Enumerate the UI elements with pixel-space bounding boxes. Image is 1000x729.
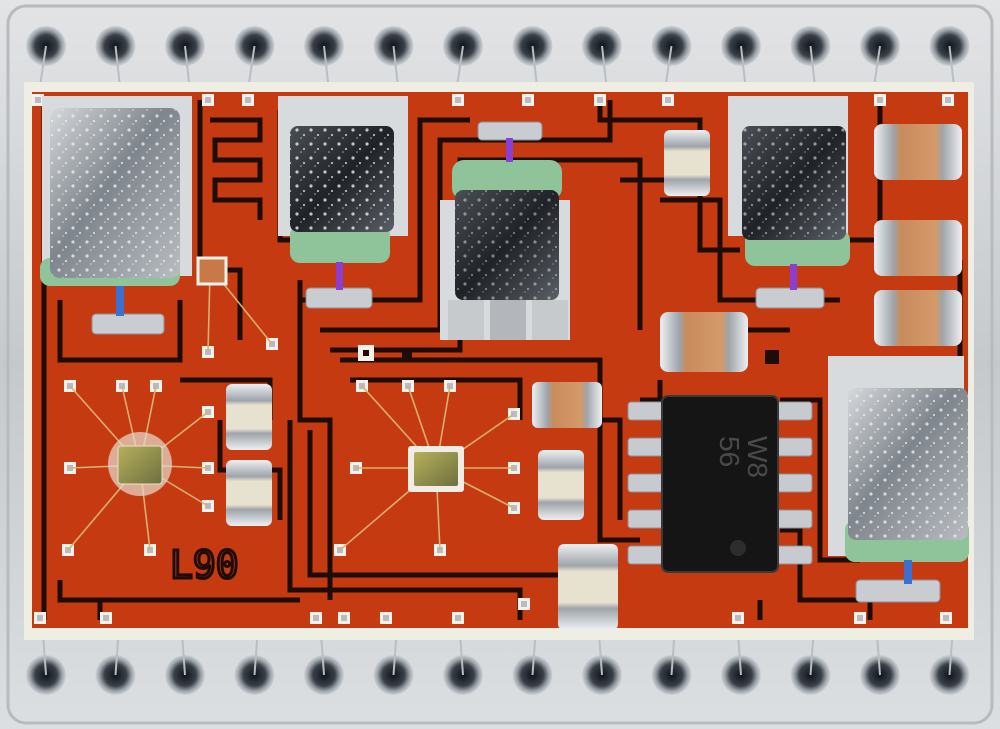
board-label: L90	[170, 543, 239, 587]
alignment-mark-2	[402, 349, 412, 359]
ic-pin-left	[627, 545, 667, 565]
alignment-mark-3	[765, 350, 779, 364]
bond-pad-center	[103, 615, 109, 621]
ic-pin-left	[627, 473, 667, 493]
ic-pin-right	[773, 509, 813, 529]
metal-can-1	[40, 96, 192, 286]
bond-pad-center	[341, 615, 347, 621]
metal-can-3	[440, 160, 570, 340]
bond-pad-center	[313, 615, 319, 621]
bond-pad-center	[521, 601, 527, 607]
ic-pin-right	[773, 401, 813, 421]
bond-pad-center	[35, 97, 41, 103]
ic-marking-56: 56	[714, 436, 745, 467]
feedthrough-clips	[91, 121, 941, 603]
ic-pin-left	[627, 401, 667, 421]
bare-die-2	[408, 446, 464, 492]
ic-pin-left	[627, 509, 667, 529]
bond-pad-center	[943, 615, 949, 621]
alignment-mark-inner	[363, 350, 369, 356]
bond-pad-center	[37, 615, 43, 621]
frame-inner-rim	[6, 4, 994, 725]
bare-die-1	[108, 432, 172, 496]
metal-can-4	[728, 96, 850, 266]
bond-pad-center	[597, 97, 603, 103]
bond-pad-center	[455, 97, 461, 103]
bond-pad-center	[383, 615, 389, 621]
ic-pin-right	[773, 437, 813, 457]
bond-pad-center	[455, 615, 461, 621]
chip-capacitors	[196, 124, 962, 630]
metal-can-5	[828, 356, 969, 562]
bond-pad-center	[877, 97, 883, 103]
bond-pad-center	[735, 615, 741, 621]
bond-pad-center	[857, 615, 863, 621]
bond-pad-center	[665, 97, 671, 103]
bond-pad-center	[525, 97, 531, 103]
ic-pin-left	[627, 437, 667, 457]
bond-pad-center	[245, 97, 251, 103]
bond-pad-center	[205, 97, 211, 103]
ic-pin-right	[773, 473, 813, 493]
soic-ic-package: 56 W8	[627, 395, 813, 573]
ic-marking-w8: W8	[742, 436, 773, 478]
metal-can-2	[278, 96, 408, 263]
ic-pin-right	[773, 545, 813, 565]
bond-pad-center	[945, 97, 951, 103]
